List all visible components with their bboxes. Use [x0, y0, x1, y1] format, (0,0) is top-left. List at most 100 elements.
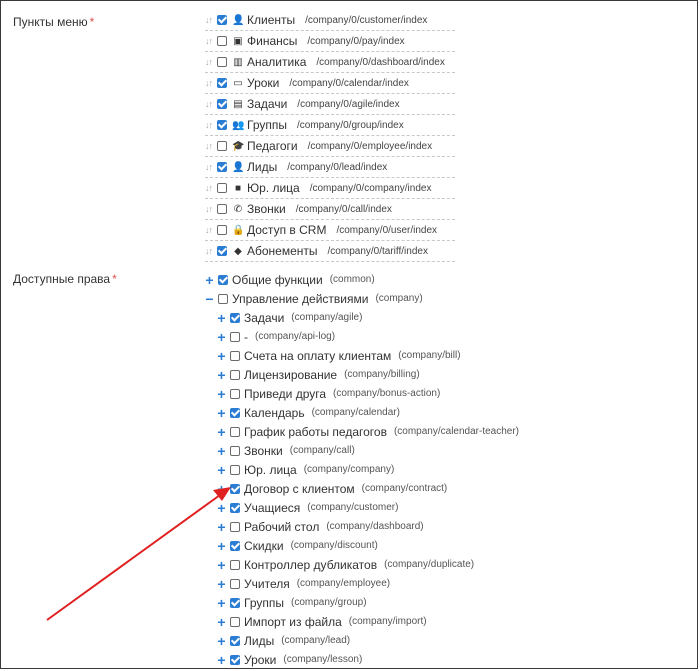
expand-icon[interactable]: +	[217, 309, 226, 326]
clipboard-icon: ▤	[233, 98, 243, 110]
rights-item-row: +Лиды(company/lead)	[216, 631, 519, 650]
expand-icon[interactable]: +	[205, 271, 214, 288]
rights-item-row: +Учителя(company/employee)	[216, 574, 519, 593]
rights-checkbox[interactable]	[230, 483, 240, 494]
rights-item-row: +Звонки(company/call)	[216, 441, 519, 460]
menu-item-row[interactable]: ↓↑🎓Педагоги/company/0/employee/index	[205, 136, 455, 157]
menu-item-row[interactable]: ↓↑◆Абонементы/company/0/tariff/index	[205, 241, 455, 262]
rights-checkbox[interactable]	[230, 426, 240, 437]
collapse-icon[interactable]: −	[205, 290, 214, 307]
rights-checkbox[interactable]	[218, 274, 228, 285]
menu-item-row[interactable]: ↓↑👤Клиенты/company/0/customer/index	[205, 10, 455, 31]
expand-icon[interactable]: +	[217, 442, 226, 459]
menu-item-row[interactable]: ↓↑🔒Доступ в CRM/company/0/user/index	[205, 220, 455, 241]
menu-item-checkbox[interactable]	[217, 120, 227, 130]
briefcase-icon: ■	[234, 182, 242, 194]
drag-handle-icon[interactable]: ↓↑	[205, 57, 213, 67]
expand-icon[interactable]: +	[217, 632, 226, 649]
rights-label: Учителя	[244, 576, 290, 591]
users-icon: 👥	[232, 119, 245, 131]
menu-item-row[interactable]: ↓↑▣Финансы/company/0/pay/index	[205, 31, 455, 52]
menu-item-checkbox[interactable]	[217, 99, 227, 109]
drag-handle-icon[interactable]: ↓↑	[205, 78, 213, 88]
drag-handle-icon[interactable]: ↓↑	[205, 99, 213, 109]
expand-icon[interactable]: +	[217, 347, 226, 364]
drag-handle-icon[interactable]: ↓↑	[205, 246, 213, 256]
menu-item-row[interactable]: ↓↑■Юр. лица/company/0/company/index	[205, 178, 455, 199]
expand-icon[interactable]: +	[217, 537, 226, 554]
calendar-icon: ▭	[233, 77, 243, 89]
rights-checkbox[interactable]	[230, 635, 240, 646]
menu-item-row[interactable]: ↓↑▥Аналитика/company/0/dashboard/index	[205, 52, 455, 73]
rights-checkbox[interactable]	[230, 388, 240, 399]
rights-checkbox[interactable]	[230, 331, 240, 342]
menu-item-row[interactable]: ↓↑▤Задачи/company/0/agile/index	[205, 94, 455, 115]
drag-handle-icon[interactable]: ↓↑	[205, 225, 213, 235]
rights-checkbox[interactable]	[230, 407, 240, 418]
rights-checkbox[interactable]	[230, 369, 240, 380]
menu-item-checkbox[interactable]	[217, 225, 227, 235]
menu-item-label: Финансы	[247, 34, 298, 48]
tag-icon: ◆	[234, 245, 242, 257]
expand-icon[interactable]: +	[217, 556, 226, 573]
menu-item-checkbox[interactable]	[217, 36, 227, 46]
expand-icon[interactable]: +	[217, 651, 226, 668]
rights-checkbox[interactable]	[230, 445, 240, 456]
rights-checkbox[interactable]	[230, 597, 240, 608]
menu-item-checkbox[interactable]	[217, 57, 227, 67]
rights-item-row: + Задачи (company/agile)	[216, 308, 519, 327]
expand-icon[interactable]: +	[217, 594, 226, 611]
rights-label: Контроллер дубликатов	[244, 557, 378, 572]
menu-item-checkbox[interactable]	[217, 141, 227, 151]
rights-checkbox[interactable]	[230, 464, 240, 475]
rights-path: (company/agile)	[291, 312, 363, 323]
expand-icon[interactable]: +	[217, 518, 226, 535]
expand-icon[interactable]: +	[217, 423, 226, 440]
rights-label: Скидки	[244, 538, 284, 553]
drag-handle-icon[interactable]: ↓↑	[205, 15, 213, 25]
menu-item-checkbox[interactable]	[217, 246, 227, 256]
menu-item-checkbox[interactable]	[217, 15, 227, 25]
menu-item-row[interactable]: ↓↑▭Уроки/company/0/calendar/index	[205, 73, 455, 94]
drag-handle-icon[interactable]: ↓↑	[205, 162, 213, 172]
rights-checkbox[interactable]	[230, 616, 240, 627]
rights-checkbox[interactable]	[230, 559, 240, 570]
expand-icon[interactable]: +	[217, 461, 226, 478]
drag-handle-icon[interactable]: ↓↑	[205, 204, 213, 214]
rights-checkbox[interactable]	[218, 293, 228, 304]
drag-handle-icon[interactable]: ↓↑	[205, 120, 213, 130]
menu-item-checkbox[interactable]	[217, 204, 227, 214]
rights-checkbox[interactable]	[230, 654, 240, 665]
drag-handle-icon[interactable]: ↓↑	[205, 36, 213, 46]
rights-checkbox[interactable]	[230, 502, 240, 513]
rights-label: Общие функции	[232, 272, 323, 287]
menu-item-row[interactable]: ↓↑✆Звонки/company/0/call/index	[205, 199, 455, 220]
rights-path: (common)	[329, 274, 375, 285]
lock-icon: 🔒	[232, 224, 245, 236]
rights-checkbox[interactable]	[230, 521, 240, 532]
rights-checkbox[interactable]	[230, 540, 240, 551]
expand-icon[interactable]: +	[217, 575, 226, 592]
rights-label: Задачи	[244, 310, 285, 325]
menu-item-row[interactable]: ↓↑👤Лиды/company/0/lead/index	[205, 157, 455, 178]
expand-icon[interactable]: +	[217, 499, 226, 516]
expand-icon[interactable]: +	[217, 328, 226, 345]
rights-checkbox[interactable]	[230, 312, 240, 323]
drag-handle-icon[interactable]: ↓↑	[205, 141, 213, 151]
menu-item-checkbox[interactable]	[217, 183, 227, 193]
rights-label: -	[244, 329, 248, 344]
menu-item-checkbox[interactable]	[217, 162, 227, 172]
rights-checkbox[interactable]	[230, 578, 240, 589]
menu-item-row[interactable]: ↓↑👥Группы/company/0/group/index	[205, 115, 455, 136]
menu-item-checkbox[interactable]	[217, 78, 227, 88]
expand-icon[interactable]: +	[217, 613, 226, 630]
menu-item-path: /company/0/call/index	[295, 203, 392, 215]
expand-icon[interactable]: +	[217, 385, 226, 402]
drag-handle-icon[interactable]: ↓↑	[205, 183, 213, 193]
expand-icon[interactable]: +	[217, 404, 226, 421]
rights-checkbox[interactable]	[230, 350, 240, 361]
rights-label: Календарь	[244, 405, 305, 420]
rights-label: График работы педагогов	[244, 424, 387, 439]
expand-icon[interactable]: +	[217, 366, 226, 383]
expand-icon[interactable]: +	[217, 480, 226, 497]
